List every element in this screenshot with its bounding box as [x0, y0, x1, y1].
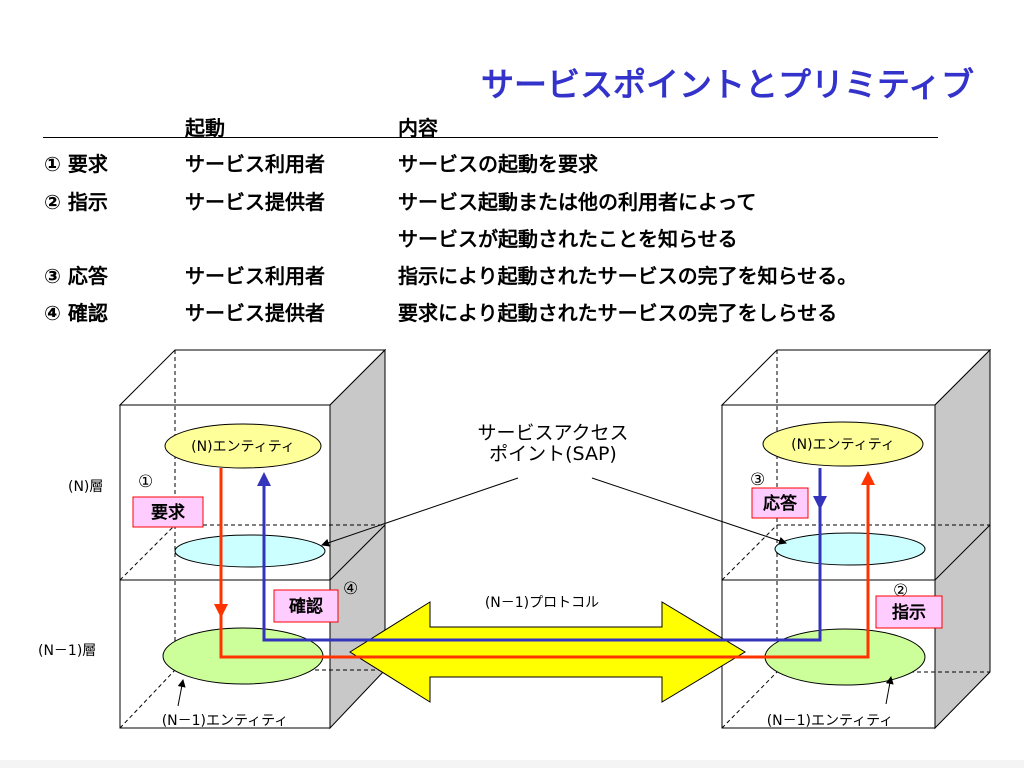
step3-box	[751, 487, 809, 519]
right-sap	[774, 532, 926, 566]
protocol-label: (N－1)プロトコル	[485, 595, 599, 611]
right-hidden-edge	[721, 671, 778, 729]
left-hidden-edge	[119, 524, 176, 581]
blue-flow-line	[262, 468, 822, 642]
step1-box	[132, 496, 204, 528]
header-rule	[43, 137, 938, 138]
step4-number: ④	[343, 579, 358, 599]
layer-n1-label: (N－1)層	[38, 643, 96, 659]
row2-content: サービス起動または他の利用者によって	[398, 190, 757, 214]
red-flow-line	[219, 468, 870, 659]
red-arrowhead-up	[861, 471, 875, 485]
row1-initiator: サービス利用者	[185, 152, 325, 176]
n1-entity-left-label: (N－1)エンティティ	[162, 713, 289, 729]
blue-arrowhead-down	[813, 496, 827, 510]
sap-pointer-left	[321, 477, 519, 547]
row1-content: サービスの起動を要求	[398, 152, 598, 176]
step3-number: ③	[750, 470, 765, 490]
row3-primitive: ③ 応答	[44, 264, 108, 288]
row4-primitive: ④ 確認	[44, 301, 108, 325]
left-hidden-edge	[119, 669, 176, 729]
row2-primitive: ② 指示	[44, 190, 108, 214]
n1-right-pointer	[885, 676, 894, 705]
right-stack-side-face	[934, 348, 991, 730]
blue-arrowhead-up	[257, 472, 271, 486]
layer-n-label: (N)層	[68, 479, 103, 495]
protocol-arrow	[349, 601, 746, 703]
header-content: 内容	[398, 116, 438, 140]
step4-label: 確認	[289, 596, 323, 617]
row3-content: 指示により起動されたサービスの完了を知らせる。	[398, 264, 858, 288]
row2-content-cont: サービスが起動されたことを知らせる	[398, 227, 738, 251]
header-initiator: 起動	[185, 116, 225, 140]
n1-entity-right-label: (N－1)エンティティ	[767, 713, 894, 729]
page-title: サービスポイントとプリミティブ	[480, 65, 974, 104]
step1-number: ①	[138, 472, 153, 492]
step2-label: 指示	[892, 602, 926, 623]
right-layer-divider-side	[934, 524, 991, 581]
sap-pointer-right	[591, 477, 787, 545]
primitives-table: 起動 内容 ① 要求 サービス利用者 サービスの起動を要求 ② 指示 サービス提…	[0, 0, 1024, 330]
footer-bar	[0, 760, 1024, 768]
right-n-entity-label: (N)エンティティ	[791, 437, 895, 453]
step4-box	[273, 589, 339, 623]
left-n-entity	[164, 423, 322, 469]
right-n-entity	[762, 421, 924, 467]
step2-box	[875, 595, 943, 629]
left-layer-divider-side	[329, 524, 386, 581]
row3-initiator: サービス利用者	[185, 264, 325, 288]
row1-primitive: ① 要求	[44, 152, 108, 176]
red-arrowhead-down	[214, 604, 228, 618]
row2-initiator: サービス提供者	[185, 190, 325, 214]
left-sap	[174, 534, 326, 568]
step1-label: 要求	[151, 502, 185, 523]
sap-label-line2: ポイント(SAP)	[489, 443, 617, 465]
left-n-entity-label: (N)エンティティ	[191, 439, 295, 455]
sap-label-line1: サービスアクセス	[477, 422, 628, 444]
n1-left-pointer	[177, 679, 186, 707]
row4-initiator: サービス提供者	[185, 301, 325, 325]
step3-label: 応答	[763, 493, 798, 514]
row4-content: 要求により起動されたサービスの完了をしらせる	[398, 301, 838, 325]
right-hidden-edge	[721, 524, 778, 581]
